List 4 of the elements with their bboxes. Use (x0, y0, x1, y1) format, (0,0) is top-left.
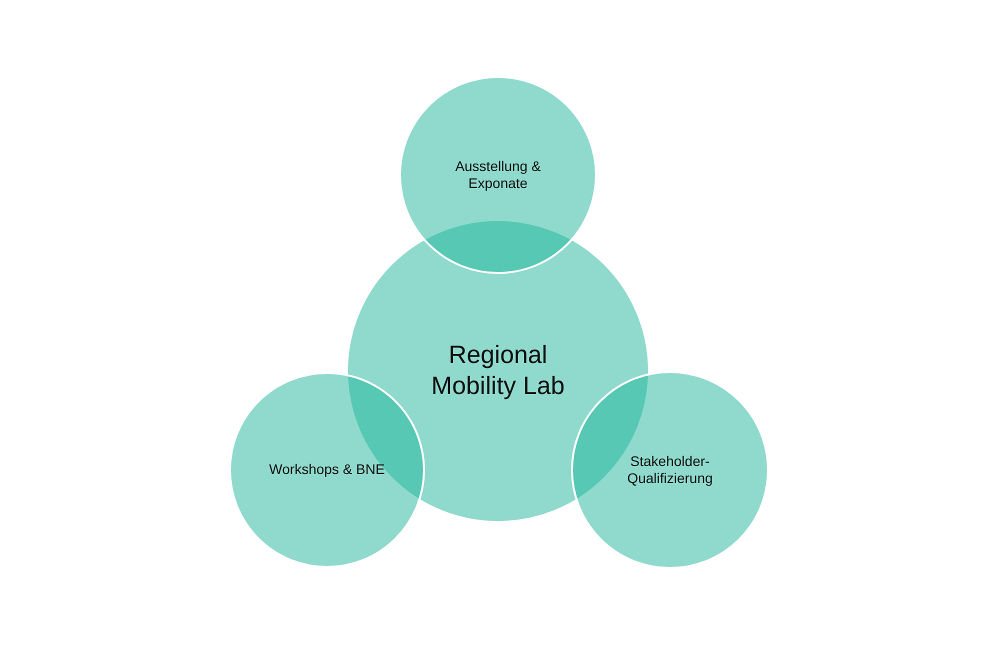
circle-label: Regional Mobility Lab (430, 340, 566, 402)
circle-label: Workshops & BNE (269, 461, 385, 479)
circle-label: Stakeholder-Qualifizierung (626, 452, 714, 488)
circle-label: Ausstellung & Exponate (454, 158, 542, 192)
